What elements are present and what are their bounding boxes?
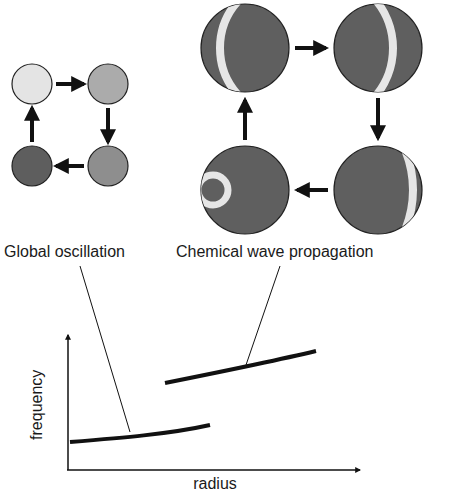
chart-axes bbox=[67, 335, 360, 470]
axis-label: radius bbox=[193, 475, 237, 493]
frequency-curves bbox=[70, 351, 316, 442]
leader-lines bbox=[80, 266, 280, 432]
oscillation-circles bbox=[12, 64, 128, 186]
cycle-arrows bbox=[32, 84, 108, 166]
cycle-arrows bbox=[245, 48, 378, 190]
caption-label: Chemical wave propagation bbox=[176, 243, 373, 261]
axis-label: frequency bbox=[28, 370, 46, 440]
caption-label: Global oscillation bbox=[4, 243, 125, 261]
